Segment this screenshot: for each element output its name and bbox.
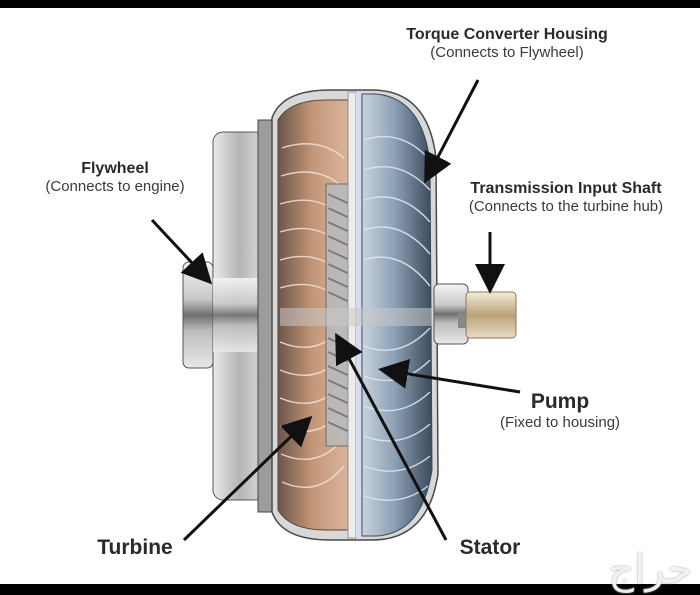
shaft-label: Transmission Input Shaft (Connects to th… bbox=[469, 180, 663, 216]
diagram-canvas: Torque Converter Housing (Connects to Fl… bbox=[0, 8, 700, 584]
housing-arrow bbox=[424, 79, 480, 184]
stator-arrow bbox=[335, 332, 448, 541]
housing-label: Torque Converter Housing (Connects to Fl… bbox=[406, 26, 608, 62]
pump-label: Pump (Fixed to housing) bbox=[500, 390, 620, 431]
pump-arrow bbox=[378, 359, 521, 394]
torque-converter-illustration bbox=[150, 79, 521, 542]
watermark-logo: حراج bbox=[608, 547, 692, 593]
flywheel-arrow bbox=[150, 218, 213, 285]
housing-subtitle: (Connects to Flywheel) bbox=[430, 44, 584, 62]
pump-subtitle: (Fixed to housing) bbox=[499, 414, 621, 432]
flywheel-hub bbox=[182, 119, 273, 513]
transmission-input-shaft bbox=[433, 283, 517, 345]
center-hub bbox=[280, 308, 432, 326]
label-arrows bbox=[150, 79, 521, 542]
stator-title: Stator bbox=[459, 536, 521, 559]
shaft-subtitle: (Connects to the turbine hub) bbox=[468, 198, 664, 216]
flywheel-subtitle: (Connects to engine) bbox=[45, 178, 185, 196]
shaft-title: Transmission Input Shaft bbox=[470, 180, 662, 197]
pump-title: Pump bbox=[530, 390, 590, 413]
turbine-label: Turbine bbox=[97, 536, 172, 560]
turbine-arrow bbox=[182, 415, 313, 542]
housing-title: Torque Converter Housing bbox=[406, 26, 608, 43]
turbine-title: Turbine bbox=[97, 536, 173, 559]
flywheel-title: Flywheel bbox=[81, 160, 149, 177]
stator-label: Stator bbox=[460, 536, 521, 560]
flywheel-label: Flywheel (Connects to engine) bbox=[45, 160, 184, 196]
